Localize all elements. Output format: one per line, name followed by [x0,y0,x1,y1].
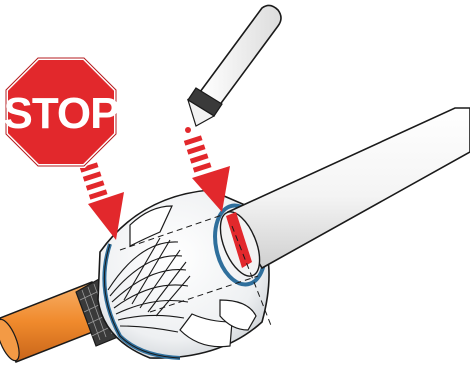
marker-pen-icon [185,5,281,133]
stop-sign-icon: STOP [3,58,118,166]
down-arrow-icon [80,162,124,240]
stop-sign-text: STOP [3,89,118,138]
white-cable [212,108,470,282]
